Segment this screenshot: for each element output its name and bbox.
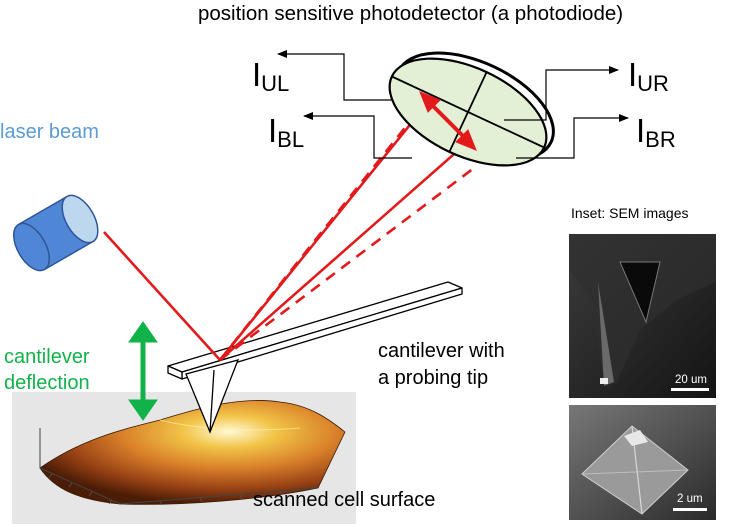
double-arrow-icon <box>128 321 158 421</box>
cantilever-label-line1: cantilever with <box>378 340 505 362</box>
current-upper-left-label: IUL <box>252 56 290 96</box>
current-upper-right-label: IUR <box>628 56 669 96</box>
cantilever-label-line2: a probing tip <box>378 367 489 389</box>
scanned-surface-label: scanned cell surface <box>253 489 436 511</box>
laser-beam-path <box>103 99 475 362</box>
current-bottom-left-label: IBL <box>268 112 305 152</box>
scale-bar-1-label: 20 um <box>675 374 707 386</box>
scale-bar-2-label: 2 um <box>677 493 703 505</box>
scale-bar-1 <box>671 388 709 391</box>
laser-cylinder-icon <box>12 194 99 272</box>
deflection-label-line1: cantilever <box>4 346 90 368</box>
cantilever-label: cantilever with a probing tip <box>378 338 505 392</box>
current-bottom-right-label: IBR <box>636 112 676 152</box>
photodetector-title: position sensitive photodetector (a phot… <box>198 2 624 25</box>
probing-tip <box>185 359 240 434</box>
scale-bar-2 <box>673 508 707 511</box>
sem-image-cantilever <box>569 234 716 398</box>
photodiode-disc-icon <box>388 38 555 167</box>
cantilever-beam <box>167 281 463 380</box>
deflection-label: cantilever deflection <box>4 344 90 396</box>
scanned-surface-plot <box>12 392 356 524</box>
current-signal-lines <box>277 50 629 159</box>
deflection-label-line2: deflection <box>4 372 90 394</box>
spot-movement-double-arrow <box>419 91 477 151</box>
laser-beam-label: laser beam <box>0 121 99 143</box>
surface-axes <box>39 467 319 505</box>
sem-image-pyramidal-tip <box>569 405 716 520</box>
inset-label: Inset: SEM images <box>571 205 689 221</box>
